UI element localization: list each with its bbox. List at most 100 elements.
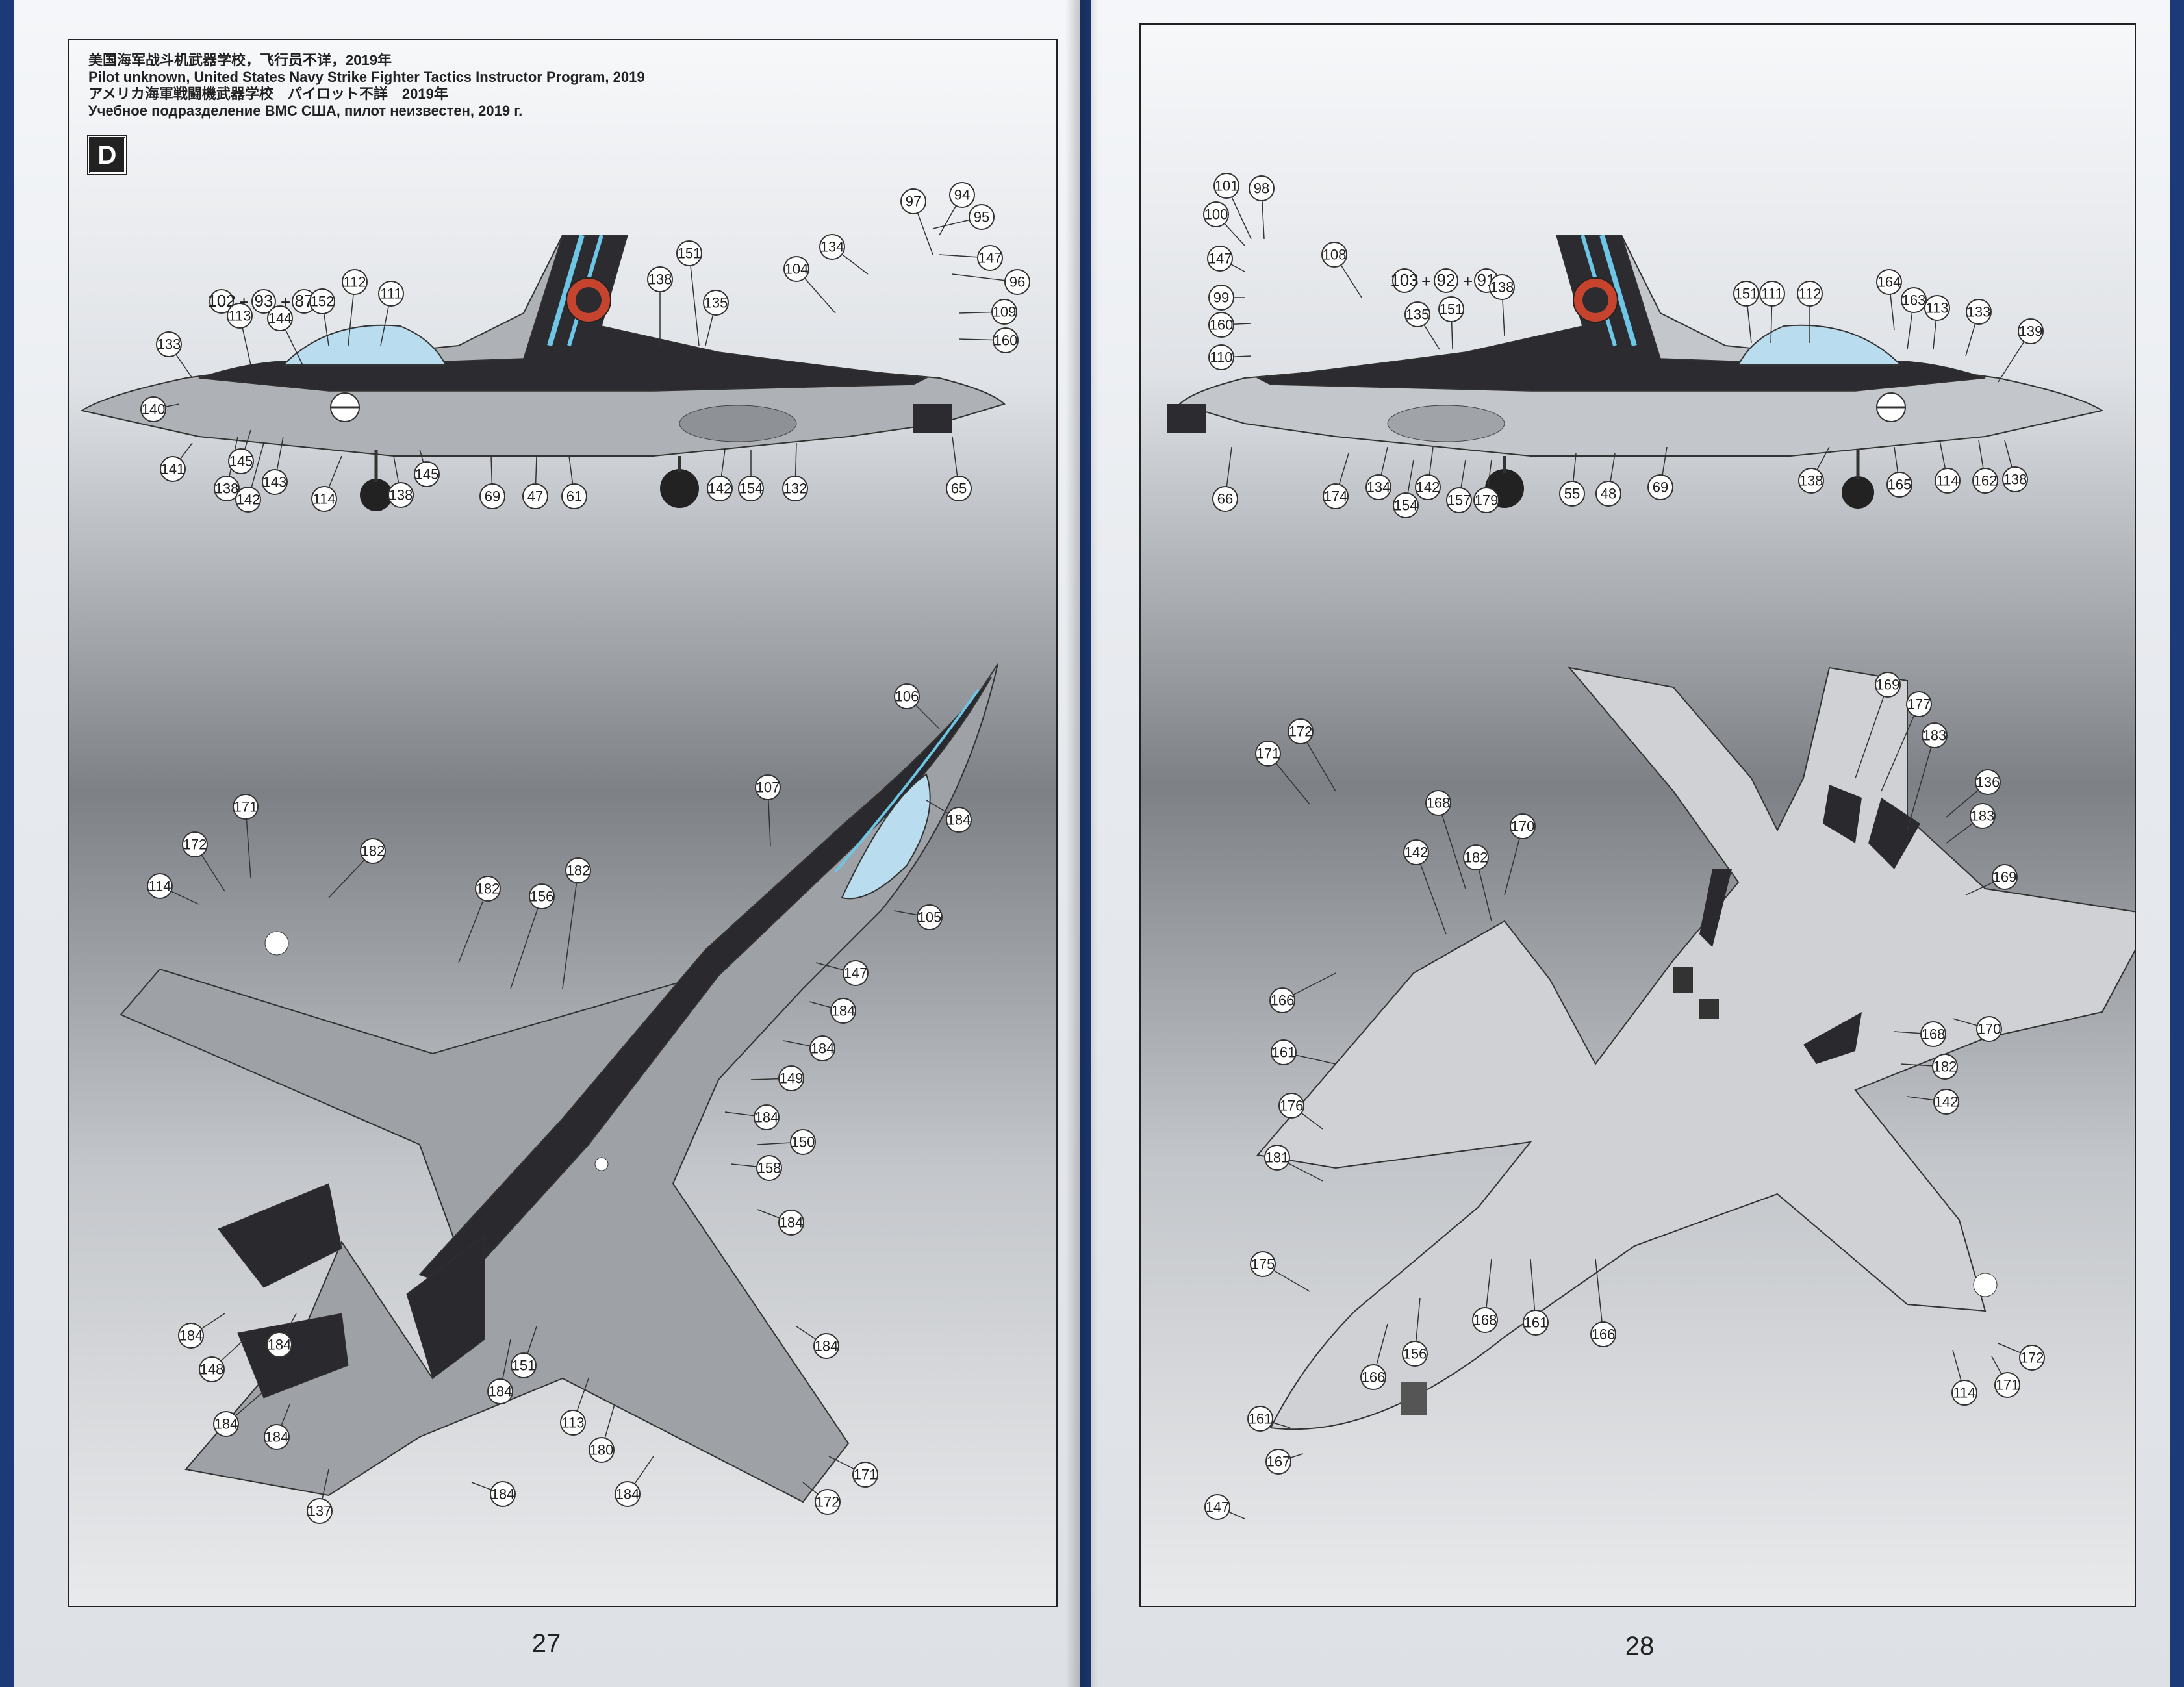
decal-number: 182 [1464, 850, 1488, 866]
decal-callout: 138 [647, 266, 673, 346]
decal-number: 156 [530, 889, 554, 905]
decal-number: 108 [1323, 247, 1347, 263]
caption-en: Pilot unknown, United States Navy Strike… [88, 69, 645, 85]
formula-b: 92 [1437, 270, 1456, 290]
decal-callout: 169 [1855, 672, 1901, 779]
decal-callout: 105 [893, 904, 943, 930]
decal-number: 164 [1877, 274, 1901, 290]
decal-callout: 150 [757, 1129, 816, 1155]
decal-callout: 147 [1204, 1494, 1245, 1520]
decal-callout: 47 [522, 455, 548, 509]
decal-callout: 171 [1991, 1356, 2020, 1398]
decal-number: 133 [1967, 304, 1991, 320]
decal-callout: 184 [471, 1481, 516, 1507]
decal-number: 114 [1953, 1385, 1975, 1401]
decal-callout: 182 [1900, 1054, 1958, 1080]
decal-callout: 48 [1595, 453, 1621, 507]
decal-number: 96 [1009, 274, 1025, 290]
decal-callout: 141 [160, 442, 193, 482]
decal-number: 184 [214, 1416, 238, 1432]
decal-callout: 182 [458, 876, 501, 963]
decal-callout: 182 [562, 857, 591, 989]
decal-callout: 113 [560, 1378, 589, 1436]
decal-callout: 176 [1278, 1093, 1323, 1130]
decal-callout: 172 [182, 831, 225, 892]
decal-number: 167 [1267, 1454, 1291, 1470]
decal-callout: 172 [1288, 718, 1336, 792]
decal-number: 147 [978, 250, 1002, 266]
decal-callout: 151 [676, 240, 702, 346]
decal-callout: 168 [1894, 1021, 1946, 1047]
decal-number: 184 [832, 1003, 856, 1019]
decal-callout: 98 [1249, 175, 1275, 240]
decal-callout: 158 [731, 1155, 782, 1181]
decal-callout: 134 [819, 234, 869, 275]
decal-callout: 110 [1208, 344, 1252, 370]
decal-number: 145 [415, 466, 439, 483]
decal-callout: 108 [1321, 242, 1362, 298]
decal-number: 172 [1289, 724, 1313, 740]
decal-callout: 172 [1998, 1343, 2045, 1371]
decal-number: 138 [215, 481, 239, 497]
decal-callout: 101 [1213, 173, 1252, 240]
decal-number: 182 [1933, 1059, 1957, 1075]
decal-number: 61 [566, 488, 582, 505]
decal-callout: 154 [738, 450, 764, 501]
decal-callout: 145 [228, 429, 254, 474]
decal-callout: 114 [311, 455, 342, 512]
decal-number: 148 [200, 1362, 224, 1378]
decal-number: 184 [815, 1338, 839, 1354]
page-left: 美国海军战斗机武器学校，飞行员不详，2019年 Pilot unknown, U… [14, 0, 1080, 1687]
decal-callout: 168 [1472, 1258, 1498, 1333]
decal-number: 99 [1213, 290, 1229, 306]
decal-callout: 179 [1473, 459, 1499, 513]
decal-callout: 166 [1590, 1258, 1616, 1347]
decal-number: 113 [228, 308, 251, 324]
decal-number: 135 [704, 295, 728, 311]
decal-number: 142 [1416, 479, 1440, 496]
bottom-view-aircraft [1256, 666, 2135, 1430]
decal-number: 114 [1936, 473, 1959, 489]
decal-number: 143 [263, 474, 287, 490]
decal-callout: 184 [757, 1209, 804, 1236]
decal-number: 182 [566, 863, 590, 879]
caption-ja: アメリカ海軍戦闘機武器学校 パイロット不詳 2019年 [88, 86, 448, 102]
decal-number: 149 [780, 1071, 804, 1087]
decal-callout: 114 [1951, 1349, 1977, 1406]
decal-callout: 171 [233, 794, 259, 879]
decal-number: 114 [148, 878, 171, 894]
decal-callout: 169 [1965, 864, 2018, 896]
decal-number: 156 [1403, 1346, 1427, 1362]
decal-number: 172 [2020, 1350, 2044, 1366]
binding-gutter [1065, 0, 1098, 1687]
page-number: 28 [1625, 1632, 1655, 1660]
decal-number: 184 [489, 1384, 513, 1400]
decal-callout: 113 [227, 303, 253, 366]
decal-callout: 65 [946, 436, 972, 501]
decal-callout: 160 [958, 327, 1019, 353]
decal-number: 100 [1204, 207, 1228, 223]
decal-callout: 109 [958, 299, 1017, 325]
decal-callout: 167 [1265, 1449, 1304, 1475]
decal-number: 55 [1564, 486, 1580, 502]
decal-callout: 143 [262, 436, 288, 495]
decal-number: 97 [906, 194, 921, 210]
decal-callout: 132 [782, 442, 808, 501]
decal-number: 138 [1799, 473, 1823, 489]
decal-number: 170 [1511, 818, 1535, 835]
decal-callout: 140 [140, 396, 180, 422]
decal-callout: 161 [1271, 1039, 1336, 1065]
decal-number: 154 [739, 481, 763, 497]
decal-number: 151 [1440, 301, 1464, 318]
decal-number: 151 [678, 246, 702, 262]
decal-number: 134 [1367, 479, 1391, 496]
decal-number: 134 [820, 239, 844, 255]
decal-callout: 137 [307, 1469, 333, 1524]
decal-number: 145 [229, 453, 253, 470]
decal-number: 106 [895, 689, 919, 705]
decal-number: 140 [142, 401, 166, 418]
